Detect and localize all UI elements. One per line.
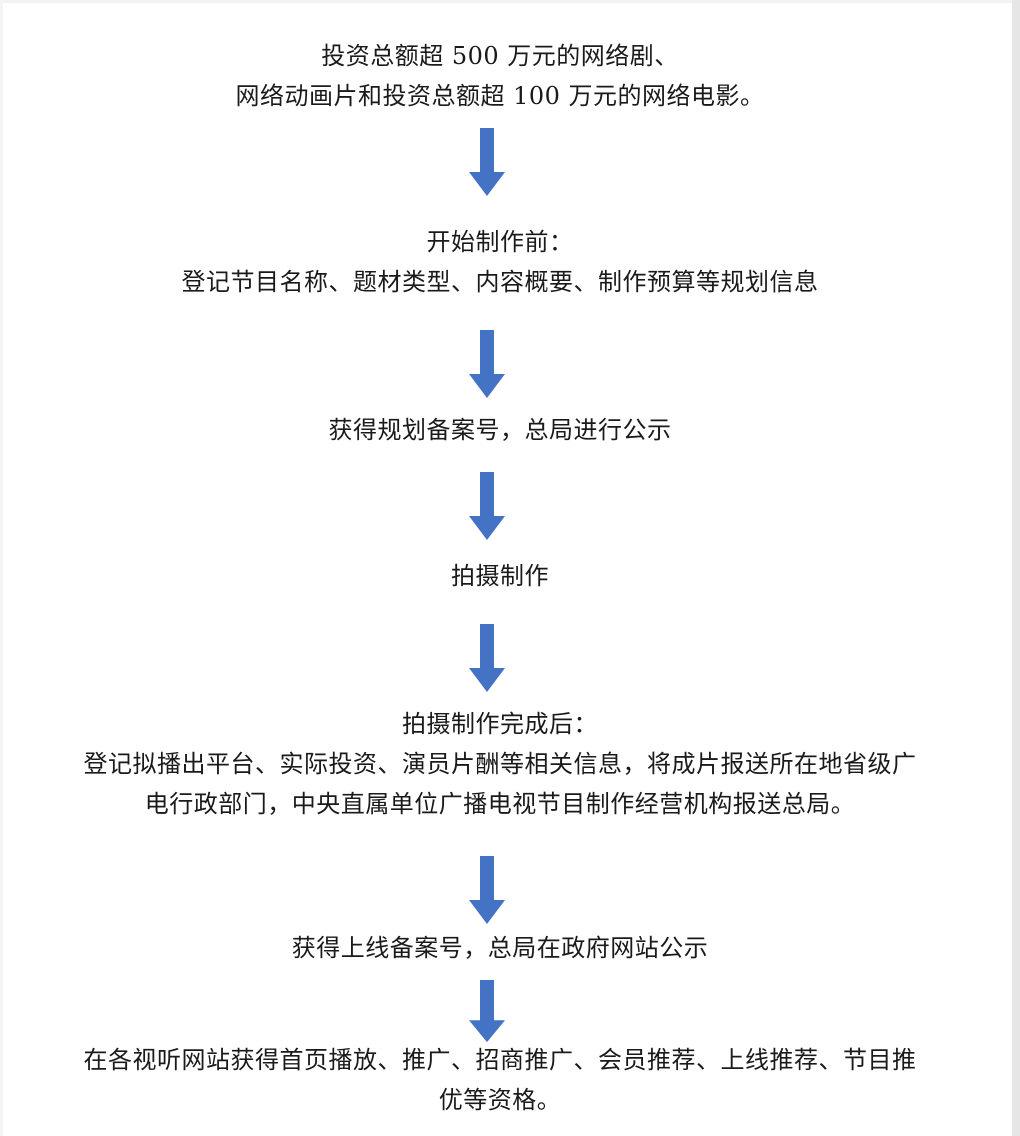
down-arrow-icon	[467, 128, 507, 198]
step-planning-record-number: 获得规划备案号，总局进行公示	[0, 410, 1000, 450]
down-arrow-icon	[467, 856, 507, 926]
step-3-line-1: 获得规划备案号，总局进行公示	[328, 416, 672, 444]
down-arrow-icon	[467, 472, 507, 542]
image-border-top	[0, 0, 1012, 3]
step-2-line-2: 登记节目名称、题材类型、内容概要、制作预算等规划信息	[181, 268, 819, 296]
step-5-line-2: 登记拟播出平台、实际投资、演员片酬等相关信息，将成片报送所在地省级广	[83, 750, 917, 778]
step-1-line-2: 网络动画片和投资总额超 100 万元的网络电影。	[235, 82, 765, 110]
step-7-line-2: 优等资格。	[438, 1086, 562, 1114]
step-7-line-1: 在各视听网站获得首页播放、推广、招商推广、会员推荐、上线推荐、节目推	[83, 1046, 917, 1074]
step-5-line-1: 拍摄制作完成后：	[402, 710, 598, 738]
step-1-line-1: 投资总额超 500 万元的网络剧、	[321, 42, 679, 70]
step-post-production-registration: 拍摄制作完成后： 登记拟播出平台、实际投资、演员片酬等相关信息，将成片报送所在地…	[0, 704, 1000, 824]
step-investment-threshold: 投资总额超 500 万元的网络剧、 网络动画片和投资总额超 100 万元的网络电…	[0, 36, 1000, 116]
down-arrow-icon	[467, 624, 507, 694]
step-online-record-number: 获得上线备案号，总局在政府网站公示	[0, 928, 1000, 968]
step-platform-promotion-eligibility: 在各视听网站获得首页播放、推广、招商推广、会员推荐、上线推荐、节目推 优等资格。	[0, 1040, 1000, 1120]
step-shooting-production: 拍摄制作	[0, 556, 1000, 596]
image-border-left	[0, 0, 3, 1136]
step-6-line-1: 获得上线备案号，总局在政府网站公示	[291, 934, 709, 962]
step-pre-production-registration: 开始制作前： 登记节目名称、题材类型、内容概要、制作预算等规划信息	[0, 222, 1000, 302]
down-arrow-icon	[467, 330, 507, 400]
image-border-right	[1012, 0, 1020, 1136]
step-5-line-3: 电行政部门，中央直属单位广播电视节目制作经营机构报送总局。	[144, 790, 856, 818]
step-2-line-1: 开始制作前：	[426, 228, 574, 256]
step-4-line-1: 拍摄制作	[451, 562, 549, 590]
down-arrow-icon	[467, 980, 507, 1050]
